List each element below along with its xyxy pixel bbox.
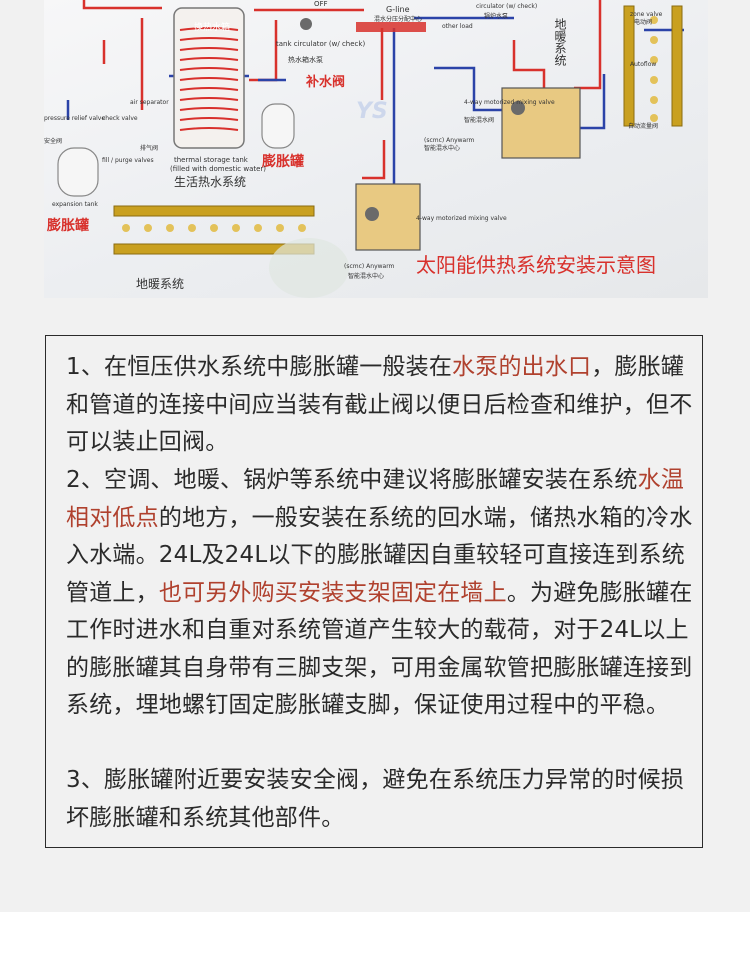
label-floor-heating-bottom: 地暖系统 <box>136 277 184 291</box>
label-floor-heating-right: 地暖系统 <box>553 18 567 66</box>
pump-bottom <box>365 207 379 221</box>
label-thermal-tank-sub: (filled with domestic water) <box>170 165 266 173</box>
label-check-valve: check valve <box>102 115 138 122</box>
label-anywarm-bottom-cn: 智能混水中心 <box>348 272 384 280</box>
label-autoflow: Autoflow <box>630 61 656 68</box>
label-expansion-tank-mid: 膨胀罐 <box>262 153 304 170</box>
manifold-right <box>623 5 683 127</box>
anywarm-unit-right <box>501 87 581 159</box>
watermark: YS <box>356 99 388 124</box>
note-3: 3、膨胀罐附近要安装安全阀，避免在系统压力异常的时候损坏膨胀罐和系统其他部件。 <box>66 762 696 837</box>
label-domestic-hot-water: 生活热水系统 <box>174 175 246 189</box>
label-circulator-cn: 热水箱水泵 <box>288 55 323 64</box>
tank-circulator <box>300 18 312 30</box>
label-boiler-circ: circulator (w/ check) <box>476 3 537 10</box>
diagram-title: 太阳能供热系统安装示意图 <box>416 253 656 277</box>
note-1: 1、在恒压供水系统中膨胀罐一般装在水泵的出水口，膨胀罐和管道的连接中间应当装有截… <box>66 349 696 462</box>
label-boiler-pump: 锅炉水泵 <box>484 12 508 20</box>
label-anywarm-right: (scmc) Anywarm <box>424 137 475 144</box>
g-line-manifold <box>356 22 426 32</box>
note-3-text: 3、膨胀罐附近要安装安全阀，避免在系统压力异常的时候损坏膨胀罐和系统其他部件。 <box>66 767 685 831</box>
label-exhaust-valve: 排气阀 <box>140 144 158 152</box>
note-2: 2、空调、地暖、锅炉等系统中建议将膨胀罐安装在系统水温相对低点的地方，一般安装在… <box>66 462 696 725</box>
label-anywarm-right-cn: 智能混水中心 <box>424 144 460 152</box>
note-1-text-b: ，膨胀罐和管道的连接中间应当装有截止阀以便日后检查和维护，但不可以装止回阀。 <box>66 354 693 455</box>
label-expansion-tank-left: 膨胀罐 <box>47 217 89 234</box>
note-2-text-c: 。为避免膨胀罐在工作时进水和自重对系统管道产生较大的载荷，对于24L以上的膨胀罐… <box>66 579 693 719</box>
label-makeup-valve: 补水阀 <box>305 74 345 90</box>
label-safety-valve: 安全阀 <box>44 137 62 145</box>
pump-right <box>511 101 525 115</box>
expansion-tank-left-drawing <box>57 147 99 197</box>
note-2-highlight-2: 也可另外购买安装支架固定在墙上 <box>158 579 507 606</box>
manifold-valves <box>122 16 658 232</box>
label-air-separator: air separator <box>130 99 169 106</box>
label-tank-coil: 换热水箱 <box>194 21 230 33</box>
label-expansion-tank-en: expansion tank <box>52 201 98 208</box>
label-fill-purge: fill / purge valves <box>102 157 154 164</box>
note-1-highlight: 水泵的出水口 <box>452 354 592 380</box>
installation-notes-box: 1、在恒压供水系统中膨胀罐一般装在水泵的出水口，膨胀罐和管道的连接中间应当装有截… <box>45 335 703 848</box>
note-2-text-b: 的地方，一般安装在系统的回水端，储热水箱的冷水入水端。24L及24L以下的膨胀罐… <box>66 504 693 606</box>
expansion-tank-mid-drawing <box>261 103 295 149</box>
label-zone-valve: zone valve <box>630 11 663 18</box>
note-2-highlight-1: 水温相对低点 <box>66 467 685 531</box>
solar-heating-diagram: 膨胀罐 膨胀罐 补水阀 生活热水系统 地暖系统 换热水箱 thermal sto… <box>44 0 708 298</box>
note-1-text-a: 1、在恒压供水系统中膨胀罐一般装在 <box>66 354 453 380</box>
label-g-line: G-line <box>386 5 410 14</box>
label-mixing-valve-right: 4-way motorized mixing valve <box>464 99 555 106</box>
label-thermal-tank: thermal storage tank <box>174 156 249 164</box>
label-mixing-valve-right-cn: 智能混水阀 <box>464 116 494 124</box>
note-2-text-a: 2、空调、地暖、锅炉等系统中建议将膨胀罐安装在系统 <box>66 467 638 493</box>
anywarm-unit-bottom <box>355 183 421 251</box>
label-other-load: other load <box>442 23 473 30</box>
label-circulator: tank circulator (w/ check) <box>276 40 365 48</box>
label-off: OFF <box>314 0 328 8</box>
label-mixing-valve-bottom: 4-way motorized mixing valve <box>416 215 507 222</box>
label-g-line-cn: 混水分压分配中心 <box>374 15 422 23</box>
label-autoflow-cn: 自动流量阀 <box>628 122 658 130</box>
label-zone-valve-cn: 电动阀 <box>634 18 652 26</box>
label-anywarm-bottom: (scmc) Anywarm <box>344 263 395 270</box>
diagram-drawing: 膨胀罐 膨胀罐 补水阀 生活热水系统 地暖系统 换热水箱 thermal sto… <box>44 0 684 298</box>
label-pressure-relief: pressure relief valve <box>44 115 105 122</box>
